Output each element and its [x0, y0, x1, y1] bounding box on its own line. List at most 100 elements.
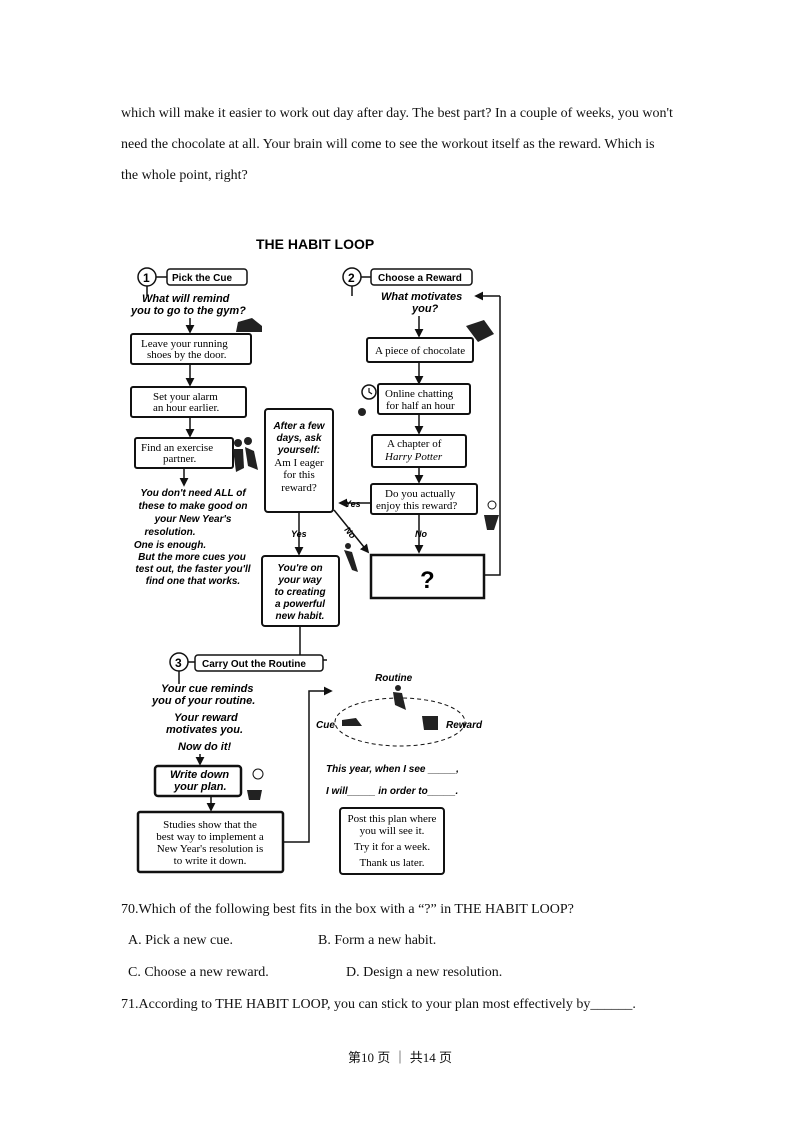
step1-box-3-line-2: partner. — [163, 453, 197, 465]
ask-line-5: for this — [283, 469, 314, 481]
studies-line-3: New Year's resolution is — [157, 843, 263, 855]
unknown-box-text: ? — [420, 567, 435, 594]
middle-no-label: No — [342, 525, 358, 541]
question-70: 70.Which of the following best fits in t… — [121, 902, 574, 917]
step2-no-label: No — [415, 529, 427, 539]
step1-box-1-line-2: shoes by the door. — [147, 349, 227, 361]
step2-number: 2 — [348, 271, 355, 285]
step3-header: 3 Carry Out the Routine — [169, 652, 324, 672]
step1-box-3 — [134, 437, 234, 469]
step2-box-1-text: A piece of chocolate — [375, 345, 465, 357]
step3-line-2: you of your routine. — [151, 695, 255, 707]
step2-question-1: What motivates — [381, 291, 462, 303]
step1-box-2-line-1: Set your alarm — [153, 391, 218, 403]
step1-question-2: you to go to the gym? — [130, 305, 246, 317]
result-line-3: to creating — [274, 587, 325, 598]
writer-icon — [247, 768, 264, 800]
runner-icon — [344, 543, 358, 572]
intro-paragraph: which will make it easier to work out da… — [121, 98, 681, 191]
post-line-1: Post this plan where — [348, 813, 437, 825]
step2-box-2-line-2: for half an hour — [386, 400, 455, 412]
unknown-box — [369, 553, 486, 600]
step3-line-4: motivates you. — [166, 724, 243, 736]
cycle-routine-label: Routine — [375, 673, 413, 684]
cycle-runner-icon — [393, 685, 406, 710]
step1-note-line-5: One is enough. — [134, 540, 206, 551]
step3-line-1: Your cue reminds — [161, 683, 254, 695]
step3-label: Carry Out the Routine — [202, 659, 306, 670]
step1-note-line-2: these to make good on — [139, 501, 248, 512]
q70-option-c: C. Choose a new reward. — [128, 965, 269, 980]
step1-box-1 — [130, 333, 252, 365]
step2-box-2 — [377, 383, 471, 415]
intro-line-3: the whole point, right? — [121, 168, 248, 183]
step3-line-5: Now do it! — [178, 741, 231, 753]
intro-line-1: which will make it easier to work out da… — [121, 106, 673, 121]
shoe-icon — [236, 318, 262, 332]
ask-line-4: Am I eager — [274, 457, 324, 469]
step1-box-1-line-1: Leave your running — [141, 338, 228, 350]
q70-option-a: A. Pick a new cue. — [128, 933, 233, 948]
habit-cycle: Routine Cue Reward — [316, 673, 483, 747]
template-line-2: I will_____ in order to_____. — [326, 786, 458, 797]
step1-note-line-6: But the more cues you — [138, 552, 246, 563]
result-line-5: new habit. — [276, 611, 325, 622]
step1-note-line-1: You don't need ALL of — [140, 488, 247, 499]
post-line-2: you will see it. — [360, 825, 425, 837]
step2-box-4 — [370, 483, 478, 515]
step1-header: 1 Pick the Cue — [137, 267, 248, 287]
ask-line-6: reward? — [281, 482, 317, 494]
clock-icon — [358, 384, 377, 416]
step3-line-3: Your reward — [174, 712, 238, 724]
plan-line-2: your plan. — [173, 781, 227, 793]
ask-line-1: After a few — [272, 421, 325, 432]
step1-question-1: What will remind — [142, 293, 230, 305]
template-line-1: This year, when I see _____, — [326, 764, 459, 775]
studies-line-1: Studies show that the — [163, 819, 257, 831]
step2-box-1 — [366, 337, 474, 363]
step1-note-line-7: test out, the faster you'll — [135, 564, 250, 575]
cycle-chocolate-icon — [422, 716, 438, 730]
cycle-cue-label: Cue — [316, 720, 335, 731]
step2-box-4-line-2: enjoy this reward? — [376, 500, 457, 512]
cycle-reward-label: Reward — [446, 720, 483, 731]
step2-question-2: you? — [411, 303, 439, 315]
step1-number: 1 — [143, 271, 150, 285]
question-71: 71.According to THE HABIT LOOP, you can … — [121, 997, 636, 1012]
step2-box-2-line-1: Online chatting — [385, 388, 454, 400]
post-line-4: Thank us later. — [359, 857, 424, 869]
step2-yes-label: Yes — [345, 499, 361, 509]
studies-line-2: best way to implement a — [156, 831, 264, 843]
step1-box-2 — [130, 386, 247, 418]
step1-note: You don't need ALL of these to make good… — [134, 488, 251, 587]
diagram-title: THE HABIT LOOP — [256, 236, 374, 252]
cycle-shoe-icon — [342, 718, 362, 726]
step2-box-4-line-1: Do you actually — [385, 488, 456, 500]
ask-line-2: days, ask — [276, 433, 321, 444]
step2-label: Choose a Reward — [378, 273, 462, 284]
chocolate-icon — [466, 320, 494, 342]
result-line-1: You're on — [277, 563, 322, 574]
result-line-4: a powerful — [275, 599, 325, 610]
plan-box — [153, 764, 243, 798]
q70-option-d: D. Design a new resolution. — [346, 965, 503, 980]
step1-note-line-4: resolution. — [144, 527, 195, 538]
step2-box-3-line-1: A chapter of — [387, 438, 442, 450]
ask-box — [264, 408, 334, 513]
step2-box-3-line-2: Harry Potter — [384, 451, 443, 463]
plan-line-1: Write down — [170, 769, 229, 781]
step1-note-line-8: find one that works. — [146, 576, 240, 587]
page-footer: 第10 页 ｜ 共14 页 — [347, 1050, 452, 1065]
step1-box-3-line-1: Find an exercise — [141, 442, 213, 454]
q70-option-b: B. Form a new habit. — [318, 933, 437, 948]
step1-box-2-line-2: an hour earlier. — [153, 402, 220, 414]
step1-note-line-3: your New Year's — [154, 514, 232, 525]
step2-header: 2 Choose a Reward — [342, 267, 473, 287]
post-line-3: Try it for a week. — [354, 841, 431, 853]
step2-box-3 — [371, 434, 467, 468]
result-box — [261, 555, 340, 627]
studies-line-4: to write it down. — [174, 855, 247, 867]
step1-label: Pick the Cue — [172, 273, 232, 284]
partner-icon — [233, 437, 258, 472]
girl-icon — [484, 500, 499, 530]
